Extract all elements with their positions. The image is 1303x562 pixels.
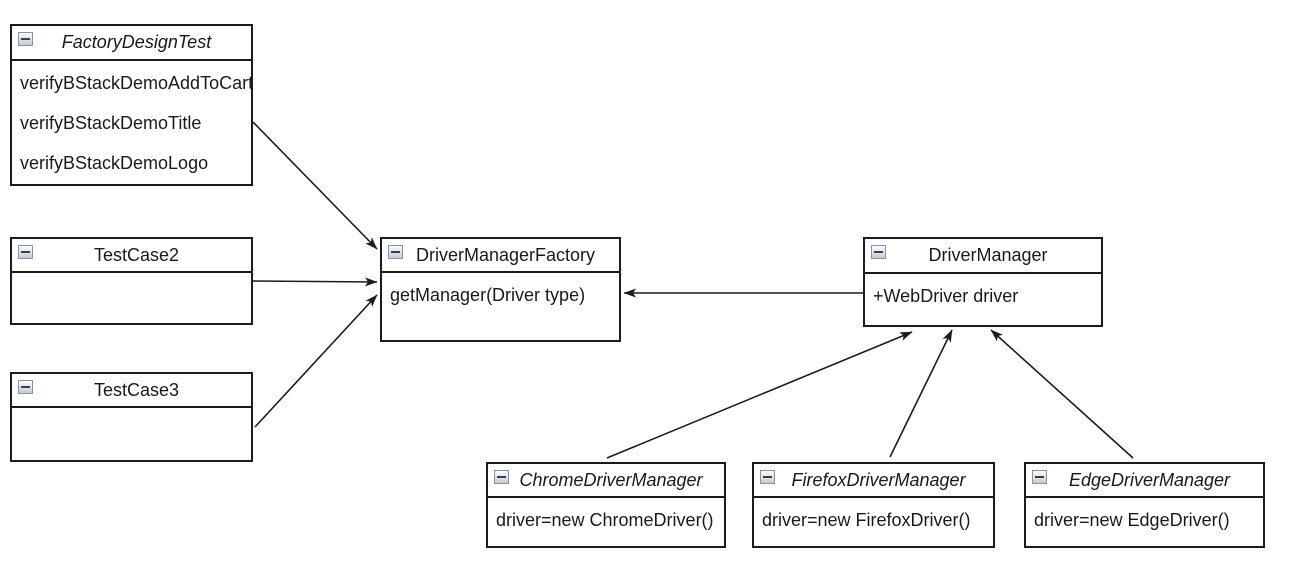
- connector-arrow-FactoryDesignTest-to-DriverManagerFactory[interactable]: [252, 121, 378, 250]
- class-title: EdgeDriverManager: [1068, 469, 1231, 490]
- class-members: driver=new ChromeDriver(): [488, 498, 724, 546]
- class-header: TestCase3: [12, 374, 251, 408]
- collapse-minus-icon[interactable]: [760, 470, 775, 484]
- collapse-minus-icon[interactable]: [494, 470, 509, 484]
- class-box-DriverManager[interactable]: DriverManager +WebDriver driver: [863, 237, 1103, 327]
- member-row: driver=new ChromeDriver(): [496, 510, 714, 530]
- member-row: verifyBStackDemoLogo: [20, 153, 209, 173]
- collapse-minus-icon[interactable]: [388, 245, 403, 259]
- member-row: verifyBStackDemoTitle: [20, 113, 202, 133]
- class-header: DriverManager: [865, 239, 1101, 274]
- member-row: verifyBStackDemoAddToCart: [20, 73, 251, 93]
- member-row: driver=new FirefoxDriver(): [762, 510, 971, 530]
- collapse-minus-icon[interactable]: [871, 245, 886, 259]
- connector-arrow-EdgeDriverManager-to-DriverManager[interactable]: [990, 329, 1134, 459]
- class-box-DriverManagerFactory[interactable]: DriverManagerFactory getManager(Driver ty…: [380, 237, 621, 342]
- class-header: EdgeDriverManager: [1026, 464, 1263, 498]
- minus-glyph: [21, 38, 30, 40]
- class-box-TestCase2[interactable]: TestCase2: [10, 237, 253, 325]
- class-members: verifyBStackDemoAddToCart verifyBStackDem…: [12, 61, 251, 184]
- class-members: getManager(Driver type): [382, 273, 619, 340]
- collapse-minus-icon[interactable]: [18, 380, 33, 394]
- class-header: FactoryDesignTest: [12, 26, 251, 61]
- class-box-FirefoxDriverManager[interactable]: FirefoxDriverManager driver=new FirefoxDr…: [752, 462, 995, 548]
- class-members: [12, 408, 251, 460]
- class-title: DriverManager: [928, 245, 1048, 265]
- class-box-ChromeDriverManager[interactable]: ChromeDriverManager driver=new ChromeDriv…: [486, 462, 726, 548]
- class-members: driver=new FirefoxDriver(): [754, 498, 993, 546]
- member-row: +WebDriver driver: [873, 286, 1019, 306]
- class-title: FactoryDesignTest: [61, 32, 212, 52]
- minus-glyph: [21, 386, 30, 388]
- class-title: FirefoxDriverManager: [791, 469, 966, 490]
- class-header: ChromeDriverManager: [488, 464, 724, 498]
- class-title: DriverManagerFactory: [415, 244, 596, 265]
- class-title: TestCase2: [93, 244, 180, 265]
- class-header: FirefoxDriverManager: [754, 464, 993, 498]
- collapse-minus-icon[interactable]: [18, 32, 33, 46]
- class-box-EdgeDriverManager[interactable]: EdgeDriverManager driver=new EdgeDriver(): [1024, 462, 1265, 548]
- minus-glyph: [874, 251, 883, 253]
- minus-glyph: [1035, 476, 1044, 478]
- minus-glyph: [21, 251, 30, 253]
- minus-glyph: [497, 476, 506, 478]
- connector-arrow-TestCase3-to-DriverManagerFactory[interactable]: [254, 294, 378, 428]
- collapse-minus-icon[interactable]: [1032, 470, 1047, 484]
- connector-arrow-TestCase2-to-DriverManagerFactory[interactable]: [252, 277, 378, 287]
- class-members: +WebDriver driver: [865, 274, 1101, 325]
- member-row: getManager(Driver type): [390, 285, 586, 305]
- minus-glyph: [763, 476, 772, 478]
- connector-arrow-FirefoxDriverManager-to-DriverManager[interactable]: [889, 329, 953, 458]
- class-header: DriverManagerFactory: [382, 239, 619, 273]
- class-members: [12, 273, 251, 323]
- class-title: TestCase3: [93, 379, 180, 400]
- minus-glyph: [391, 251, 400, 253]
- member-row: driver=new EdgeDriver(): [1034, 510, 1230, 530]
- class-title: ChromeDriverManager: [519, 469, 703, 490]
- class-members: driver=new EdgeDriver(): [1026, 498, 1263, 546]
- class-box-TestCase3[interactable]: TestCase3: [10, 372, 253, 462]
- collapse-minus-icon[interactable]: [18, 245, 33, 259]
- class-box-FactoryDesignTest[interactable]: FactoryDesignTest verifyBStackDemoAddToCa…: [10, 24, 253, 186]
- class-header: TestCase2: [12, 239, 251, 273]
- connector-arrow-ChromeDriverManager-to-DriverManager[interactable]: [606, 331, 913, 459]
